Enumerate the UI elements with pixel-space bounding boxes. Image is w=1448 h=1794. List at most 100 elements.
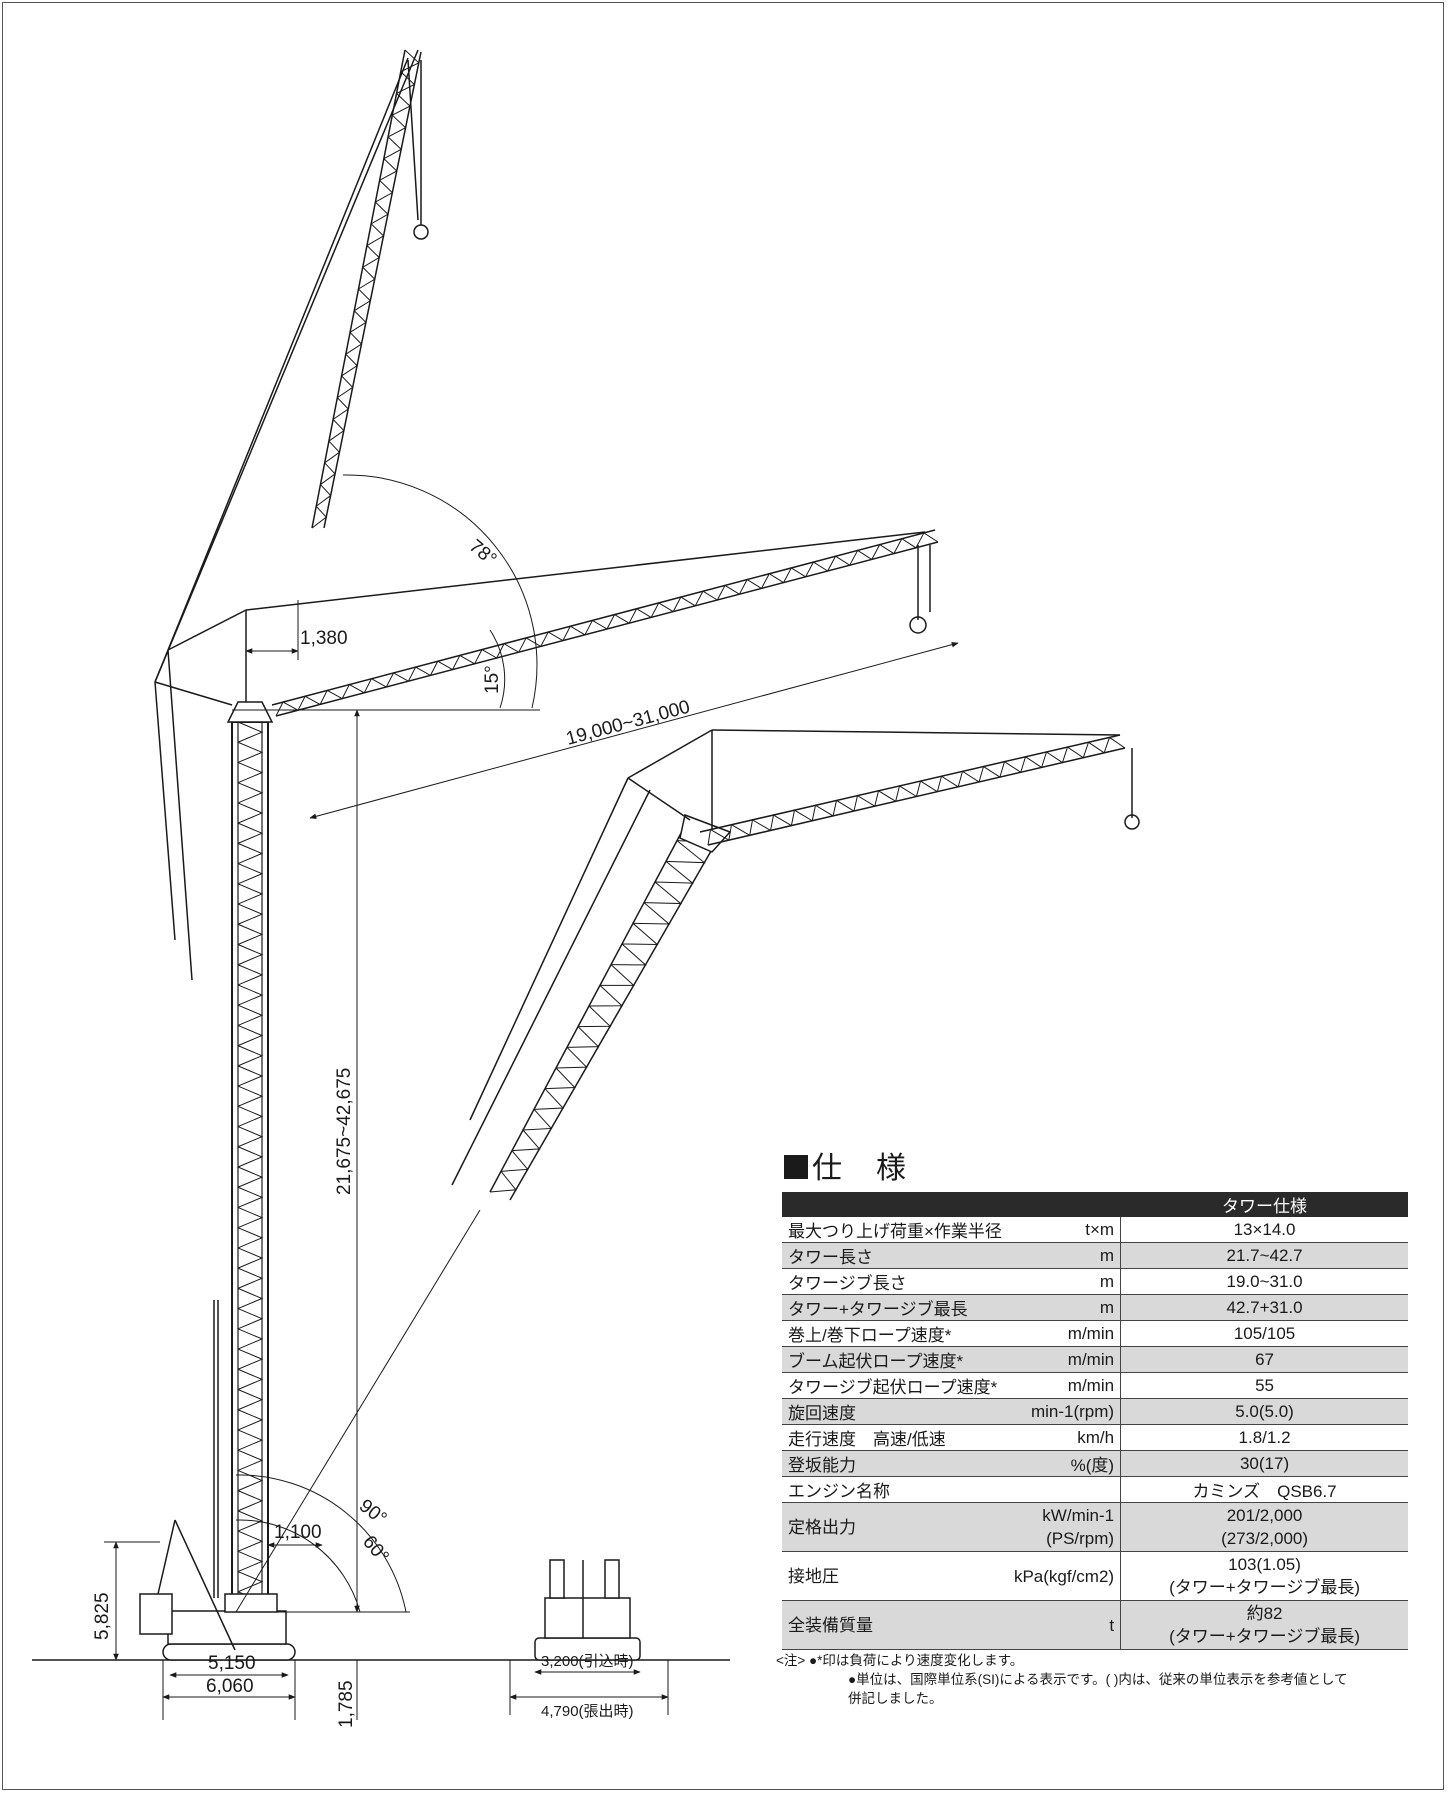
lattice-brace bbox=[957, 770, 980, 787]
lattice-brace bbox=[511, 1129, 541, 1152]
lattice-brace bbox=[600, 964, 635, 986]
spec-header: タワー仕様 bbox=[1120, 1192, 1408, 1217]
lattice-brace bbox=[237, 1045, 264, 1067]
lattice-brace bbox=[665, 840, 706, 864]
spec-value-line: (タワー+タワージブ最長) bbox=[1169, 1578, 1360, 1597]
lattice-brace bbox=[237, 1065, 264, 1087]
lattice-brace bbox=[349, 310, 367, 333]
spec-row-value: 1.8/1.2 bbox=[1120, 1424, 1408, 1451]
spec-value-line: (タワー+タワージブ最長) bbox=[1169, 1627, 1360, 1646]
lattice-brace bbox=[728, 823, 750, 841]
lattice-brace bbox=[588, 984, 624, 1007]
spec-row-unit bbox=[1007, 1476, 1121, 1503]
spec-row-name: 巻上/巻下ロープ速度* bbox=[782, 1320, 1008, 1347]
note-line-3: 併記しました。 bbox=[848, 1691, 943, 1706]
spec-title: 仕 様 bbox=[784, 1152, 1408, 1186]
lattice-brace bbox=[716, 584, 740, 601]
jib-15deg bbox=[271, 529, 939, 717]
lattice-brace bbox=[999, 760, 1022, 778]
note-line-1: <注> ●*印は負荷により速度変化します。 bbox=[776, 1653, 1024, 1668]
lattice-brace bbox=[522, 1108, 553, 1131]
tower-folded bbox=[451, 729, 1140, 1201]
lattice-brace bbox=[332, 397, 350, 420]
dim-5825: 5,825 bbox=[92, 1592, 113, 1640]
lattice-brace bbox=[237, 1166, 264, 1188]
spec-row-name: 走行速度 高速/低速 bbox=[782, 1424, 1008, 1451]
spec-row-name: タワージブ起伏ロープ速度* bbox=[782, 1372, 1008, 1399]
lattice-brace bbox=[341, 683, 365, 699]
dim-jib-range: 19,000~31,000 bbox=[564, 697, 692, 750]
lattice-brace bbox=[237, 1429, 264, 1451]
lattice-brace bbox=[237, 761, 264, 784]
lattice-brace bbox=[375, 180, 394, 203]
spec-row-unit: m bbox=[1007, 1294, 1121, 1321]
lattice-brace bbox=[738, 578, 762, 595]
spec-header-row: タワー仕様 bbox=[782, 1192, 1408, 1217]
spec-value-line: 約82 bbox=[1246, 1604, 1283, 1623]
lattice-brace bbox=[237, 1368, 264, 1390]
lattice-brace bbox=[237, 964, 264, 986]
lattice-brace bbox=[324, 440, 341, 464]
lattice-brace bbox=[392, 93, 411, 116]
spec-row-unit: min-1(rpm) bbox=[1007, 1398, 1121, 1425]
dimension-lines bbox=[104, 600, 959, 1720]
spec-row-value: 67 bbox=[1120, 1346, 1408, 1373]
spec-row-unit: m bbox=[1007, 1268, 1121, 1295]
dim-78deg: 78° bbox=[465, 536, 501, 571]
spec-row-name: タワージブ長さ bbox=[782, 1268, 1008, 1295]
spec-row-name: 定格出力 bbox=[782, 1502, 1008, 1552]
spec-row: エンジン名称カミンズ QSB6.7 bbox=[782, 1476, 1408, 1503]
spec-row-name: 旋回速度 bbox=[782, 1398, 1008, 1425]
spec-row-name: 最大つり上げ荷重×作業半径 bbox=[782, 1217, 1008, 1243]
lattice-brace bbox=[1020, 756, 1042, 773]
lattice-brace bbox=[237, 1389, 264, 1411]
spec-row-value: 105/105 bbox=[1120, 1320, 1408, 1347]
spec-row-unit: m bbox=[1007, 1242, 1121, 1269]
lattice-brace bbox=[362, 245, 380, 268]
dim-1785: 1,785 bbox=[336, 1680, 357, 1728]
lattice-brace bbox=[345, 332, 363, 355]
angle-arcs bbox=[232, 474, 540, 1613]
lattice-brace bbox=[383, 136, 403, 160]
lattice-brace bbox=[237, 903, 264, 925]
lattice-brace bbox=[566, 1026, 600, 1048]
crawler-base bbox=[139, 1300, 296, 1661]
lattice-brace bbox=[237, 1490, 264, 1512]
spec-row-unit: m/min bbox=[1007, 1320, 1121, 1347]
spec-row-value: 21.7~42.7 bbox=[1120, 1242, 1408, 1269]
lattice-brace bbox=[341, 353, 358, 377]
spec-row-value: 55 bbox=[1120, 1372, 1408, 1399]
lattice-brace bbox=[370, 201, 389, 225]
lattice-brace bbox=[315, 484, 332, 507]
lattice-brace bbox=[237, 1085, 264, 1107]
lattice-brace bbox=[328, 419, 345, 442]
dim-tower-range: 21,675~42,675 bbox=[334, 1068, 355, 1195]
lattice-brace bbox=[621, 922, 659, 945]
spec-row-unit: km/h bbox=[1007, 1424, 1121, 1451]
spec-row-value: 30(17) bbox=[1120, 1450, 1408, 1477]
lattice-brace bbox=[672, 596, 696, 612]
lattice-brace bbox=[237, 1348, 264, 1370]
lattice-brace bbox=[827, 555, 851, 572]
lattice-brace bbox=[237, 1409, 264, 1431]
lattice-brace bbox=[749, 819, 771, 836]
spec-row-unit: kW/min-1(PS/rpm) bbox=[1007, 1502, 1121, 1552]
lattice-brace bbox=[430, 660, 453, 676]
dim-6060: 6,060 bbox=[206, 1676, 254, 1697]
lattice-brace bbox=[237, 863, 264, 885]
spec-row-name: エンジン名称 bbox=[782, 1476, 1008, 1503]
lattice-brace bbox=[606, 613, 630, 630]
lattice-brace bbox=[237, 1126, 264, 1148]
lattice-brace bbox=[533, 1088, 565, 1110]
lattice-brace bbox=[805, 561, 828, 578]
lattice-brace bbox=[363, 678, 387, 694]
lattice-brace bbox=[237, 944, 264, 966]
